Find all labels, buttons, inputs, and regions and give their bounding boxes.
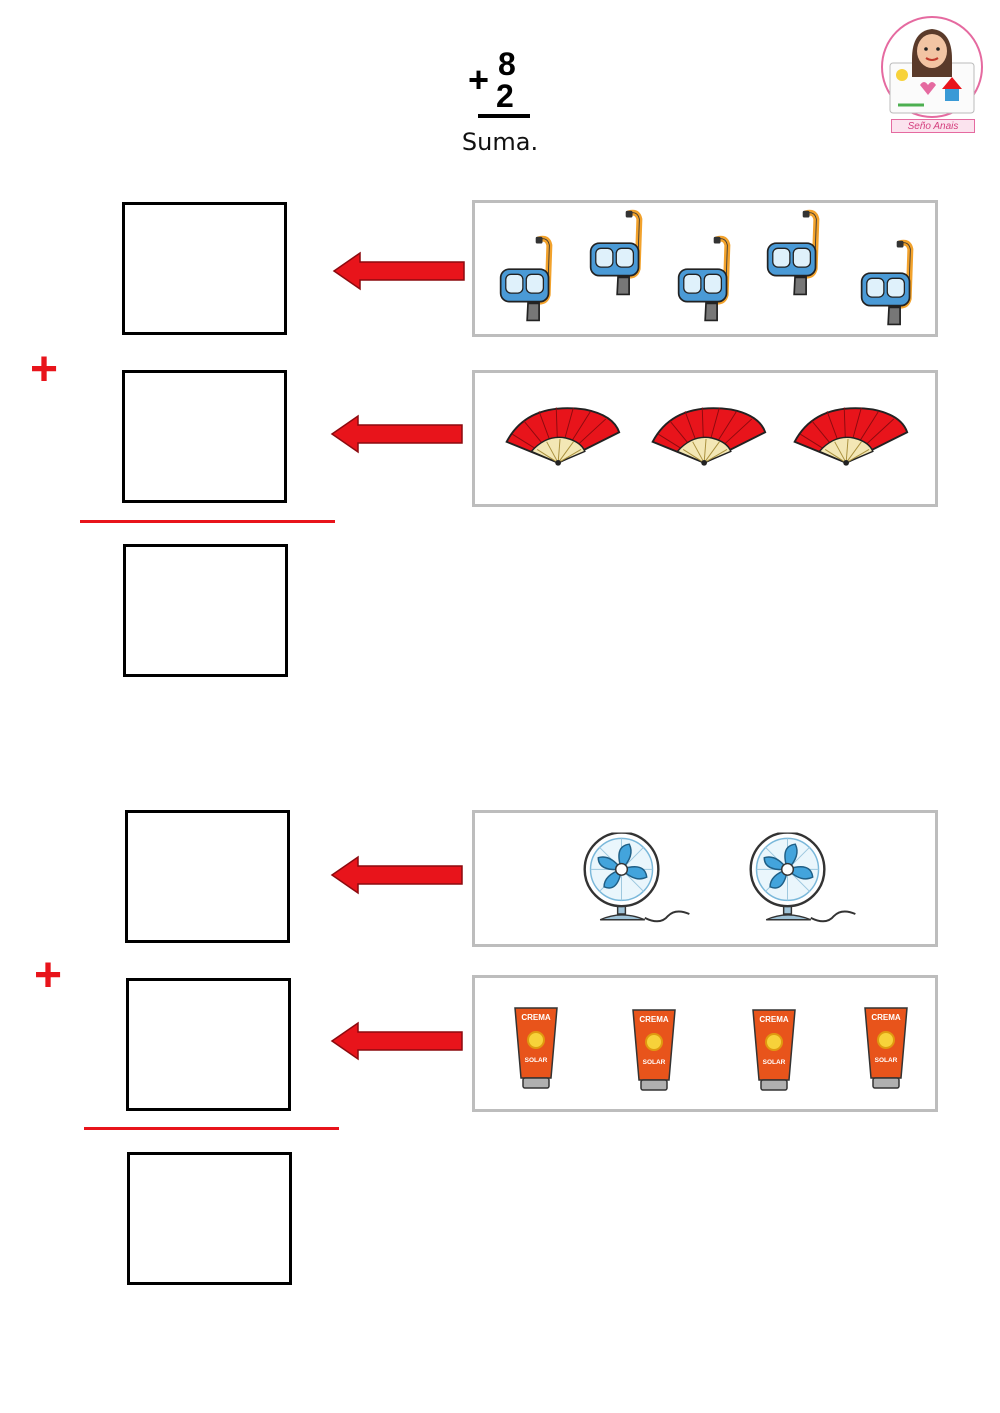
snorkel-mask-icon [856, 239, 922, 333]
teacher-logo [876, 15, 988, 135]
picture-panel-sunscreen: CREMA SOLAR CREMA SOLAR CREMA SOLAR CREM… [472, 975, 938, 1112]
snorkel-mask-icon [585, 209, 651, 303]
answer-box-1-total[interactable] [123, 544, 288, 677]
logo-caption: Seño Anais [891, 119, 975, 133]
header-caption: Suma. [461, 128, 539, 156]
snorkel-mask-icon [673, 235, 739, 329]
red-fan-icon [645, 399, 769, 477]
sum-line-2 [84, 1127, 339, 1130]
answer-box-1b[interactable] [122, 370, 287, 503]
red-arrow-icon [330, 414, 464, 454]
answer-box-2a[interactable] [125, 810, 290, 943]
tube-label-top: CREMA [759, 1015, 789, 1024]
sunscreen-tube-icon: CREMA SOLAR [864, 1007, 908, 1089]
tube-label-bottom: SOLAR [525, 1057, 548, 1064]
header-formula: 8 + 2 [458, 48, 548, 128]
electric-fan-icon [575, 829, 701, 933]
snorkel-mask-icon [762, 209, 828, 303]
tube-label-bottom: SOLAR [875, 1057, 898, 1064]
tube-label-top: CREMA [871, 1013, 901, 1022]
header-sum-line [478, 114, 530, 118]
tube-label-top: CREMA [639, 1015, 669, 1024]
red-arrow-icon [330, 855, 464, 895]
sunscreen-tube-icon: CREMA SOLAR [632, 1009, 676, 1091]
red-arrow-icon [330, 1021, 464, 1061]
tube-label-top: CREMA [521, 1013, 551, 1022]
electric-fan-icon [741, 829, 867, 933]
plus-symbol: + [468, 59, 490, 100]
answer-box-2b[interactable] [126, 978, 291, 1111]
plus-sign-2: + [34, 949, 63, 1002]
sunscreen-tube-icon: CREMA SOLAR [752, 1009, 796, 1091]
picture-panel-electric-fans [472, 810, 938, 947]
sum-line-1 [80, 520, 335, 523]
red-fan-icon [787, 399, 911, 477]
picture-panel-snorkels [472, 200, 938, 337]
answer-box-1a[interactable] [122, 202, 287, 335]
snorkel-mask-icon [495, 235, 561, 329]
plus-sign-1: + [30, 343, 59, 396]
teacher-avatar-icon [881, 16, 983, 118]
addend-top: 8 [498, 46, 516, 82]
tube-label-bottom: SOLAR [763, 1059, 786, 1066]
red-fan-icon [499, 399, 623, 477]
tube-label-bottom: SOLAR [643, 1059, 666, 1066]
sunscreen-tube-icon: CREMA SOLAR [514, 1007, 558, 1089]
answer-box-2-total[interactable] [127, 1152, 292, 1285]
picture-panel-red-fans [472, 370, 938, 507]
red-arrow-icon [332, 251, 466, 291]
addend-bottom: 2 [496, 78, 514, 114]
